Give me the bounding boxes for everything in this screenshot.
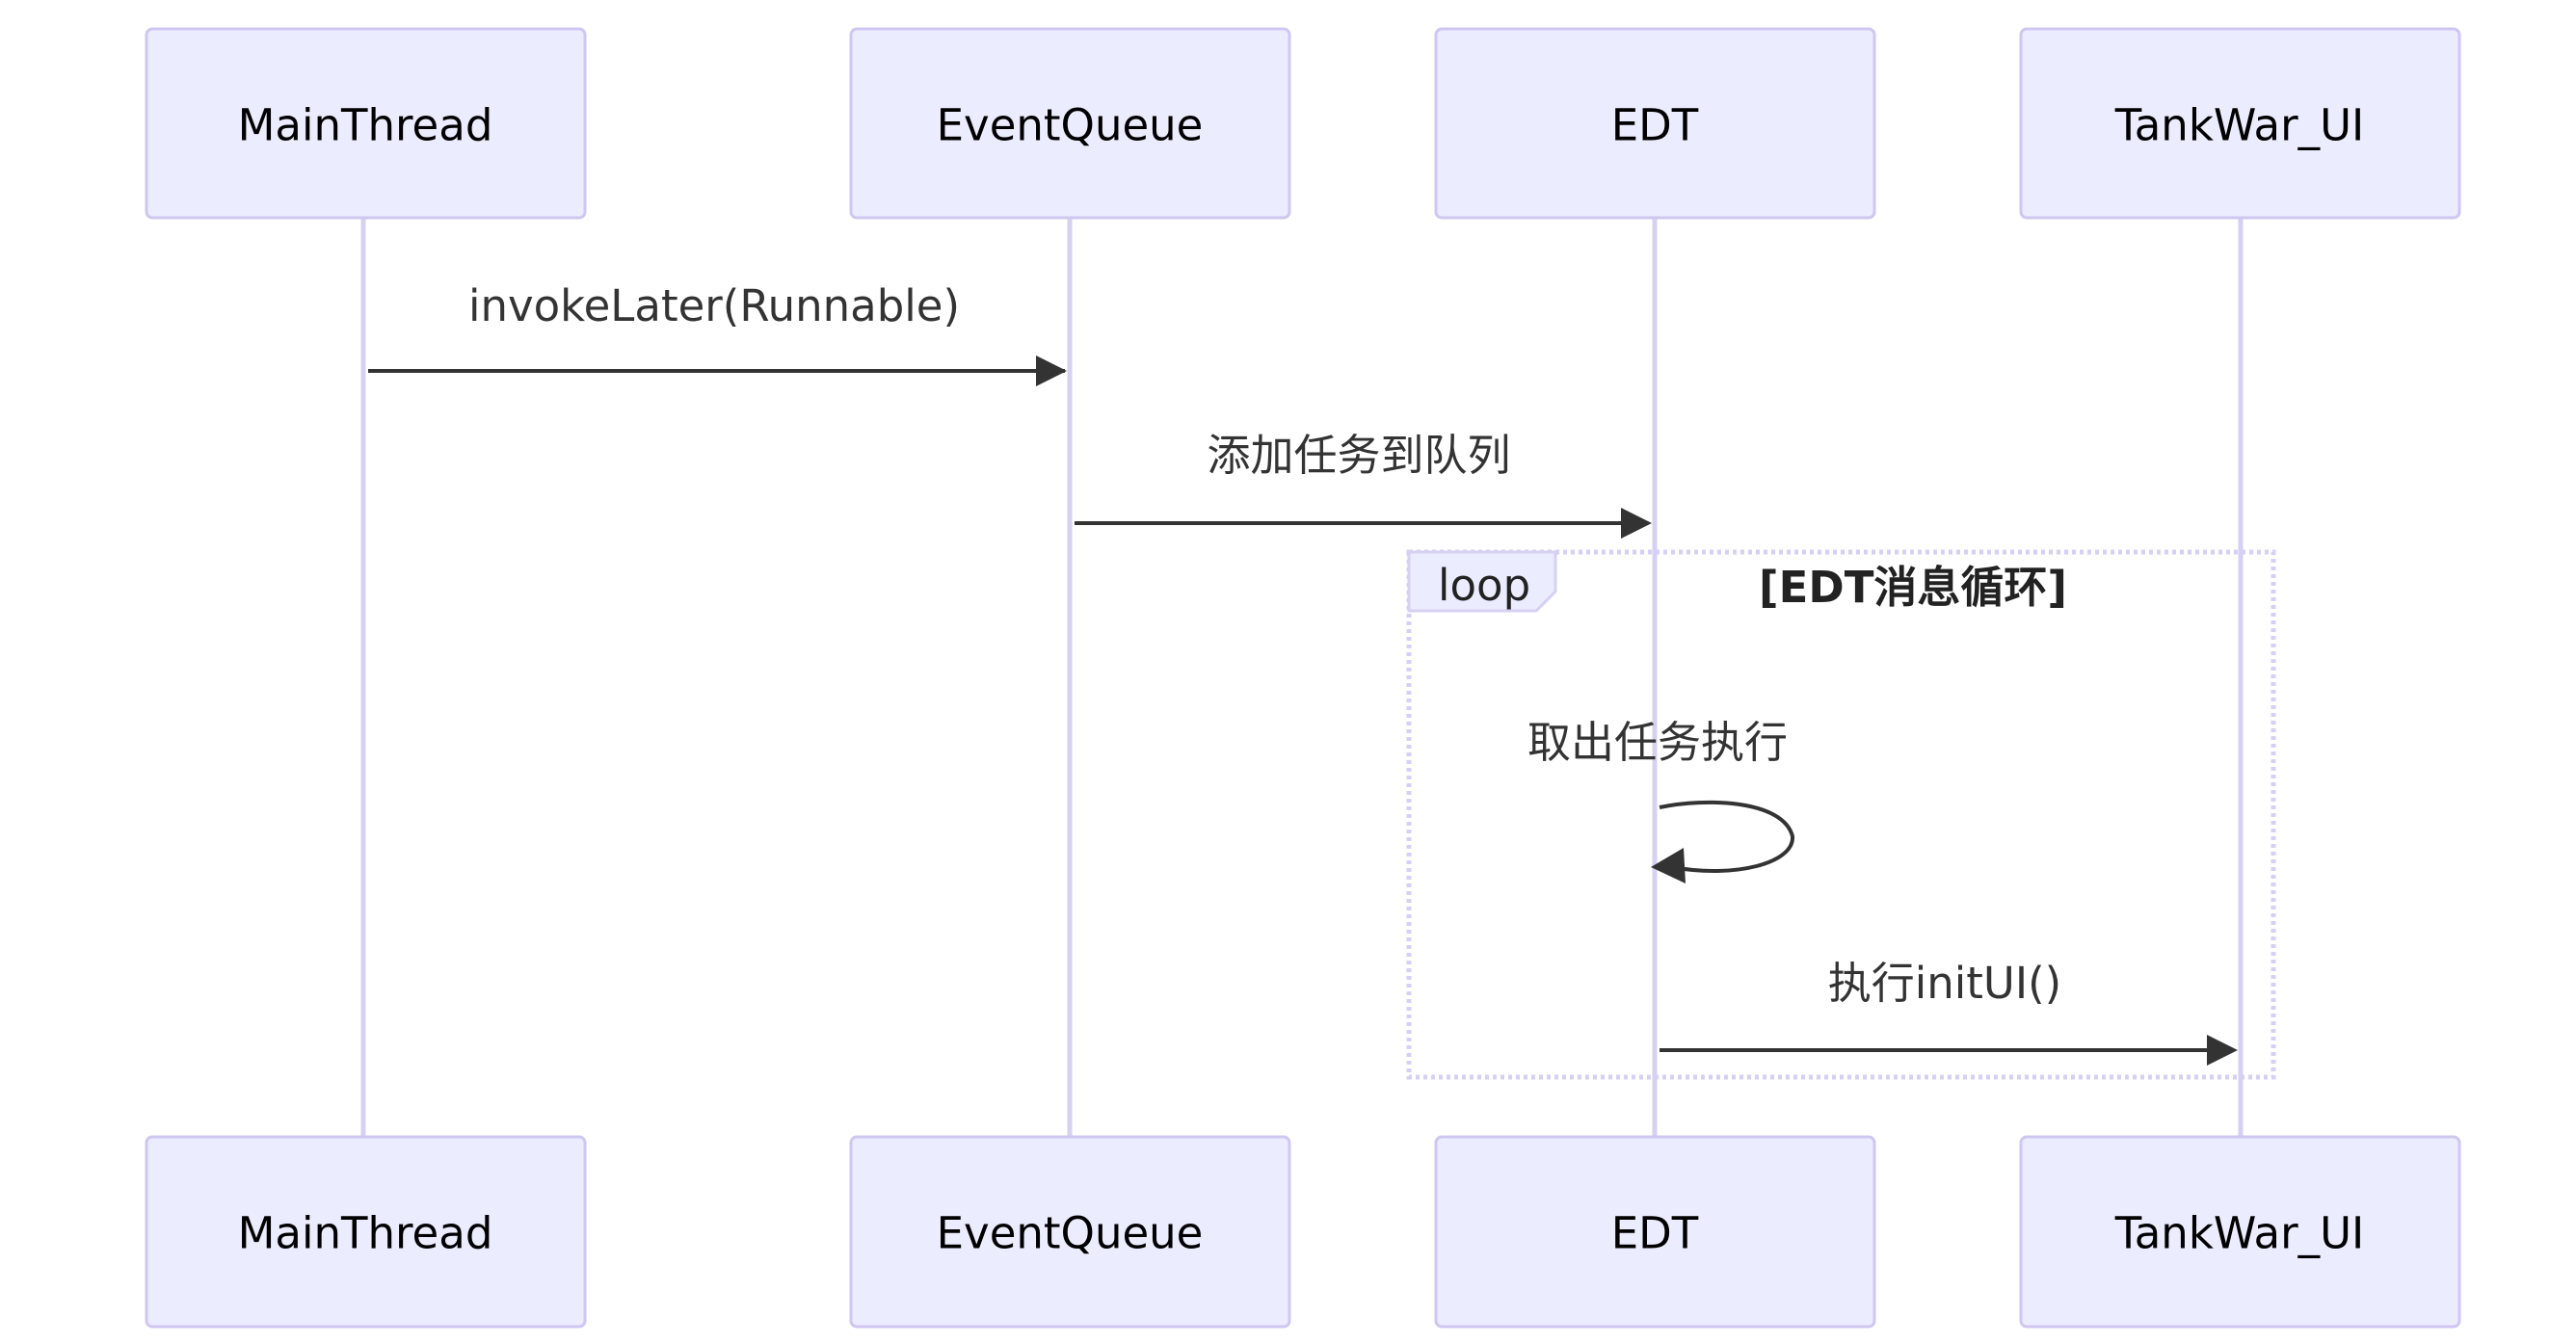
message-1-label: invokeLater(Runnable) — [468, 280, 960, 331]
actor-top-tankwar-ui: TankWar_UI — [2019, 27, 2461, 220]
loop-condition: [EDT消息循环] — [1759, 562, 2067, 613]
message-4-arrowhead — [2207, 1035, 2238, 1066]
actor-top-eventqueue-label: EventQueue — [937, 100, 1204, 151]
message-1-arrowhead — [1036, 356, 1067, 386]
message-3-self-arrow — [1659, 800, 1795, 874]
message-3-label: 取出任务执行 — [1527, 717, 1788, 768]
actor-bottom-mainthread-label: MainThread — [238, 1208, 493, 1259]
actor-top-edt-label: EDT — [1611, 100, 1699, 151]
actor-bottom-edt-label: EDT — [1611, 1208, 1699, 1259]
loop-tag: loop — [1438, 560, 1530, 611]
actor-top-mainthread-label: MainThread — [238, 100, 493, 151]
actor-bottom-tankwar-ui-label: TankWar_UI — [2114, 1208, 2365, 1259]
actor-top-tankwar-ui-label: TankWar_UI — [2114, 100, 2365, 151]
actor-bottom-tankwar-ui: TankWar_UI — [2019, 1135, 2461, 1329]
message-4-label: 执行initUI() — [1828, 958, 2062, 1009]
message-3-arrowhead — [1651, 848, 1686, 883]
actor-bottom-edt: EDT — [1434, 1135, 1876, 1329]
actor-bottom-mainthread: MainThread — [145, 1135, 587, 1329]
loop-tab — [1407, 550, 1557, 613]
actor-top-edt: EDT — [1434, 27, 1876, 220]
actor-bottom-eventqueue-label: EventQueue — [937, 1208, 1204, 1259]
actor-top-mainthread: MainThread — [145, 27, 587, 220]
actor-top-eventqueue: EventQueue — [849, 27, 1291, 220]
actor-bottom-eventqueue: EventQueue — [849, 1135, 1291, 1329]
loop-frame: loop [EDT消息循环] — [1406, 549, 2276, 1080]
message-2-label: 添加任务到队列 — [1207, 430, 1510, 481]
message-2-arrowhead — [1621, 508, 1652, 539]
